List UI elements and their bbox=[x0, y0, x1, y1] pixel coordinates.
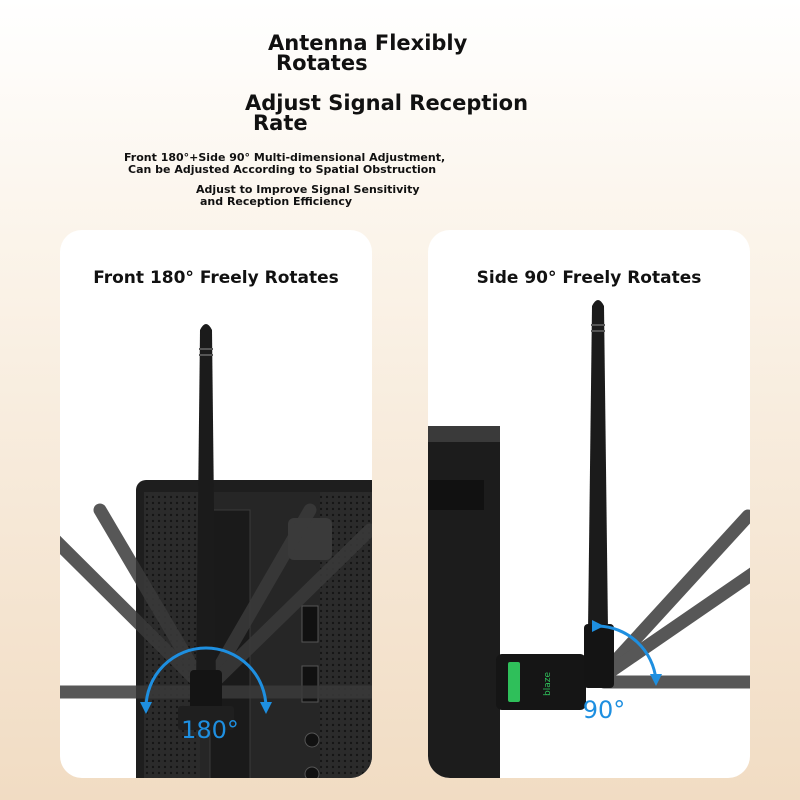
side-rotation-title: Side 90° Freely Rotates bbox=[476, 268, 702, 288]
usb-wifi-adapter: blaze bbox=[496, 654, 586, 710]
headline-line-1: Antenna Flexibly bbox=[268, 31, 468, 55]
audio-jack-icon bbox=[304, 766, 320, 778]
laptop-side bbox=[428, 426, 500, 778]
rotation-arc bbox=[597, 624, 658, 681]
audio-jack-icon bbox=[304, 732, 320, 748]
usb-port-icon bbox=[301, 605, 319, 643]
description-line-4: and Reception Efficiency bbox=[200, 195, 353, 208]
front-rotation-card: Front 180° Freely Rotates bbox=[60, 230, 372, 778]
description-line-2: Can be Adjusted According to Spatial Obs… bbox=[128, 163, 437, 176]
adapter-brand-label: blaze bbox=[543, 672, 553, 696]
antenna-rotation-positions bbox=[60, 503, 372, 699]
subheadline-line-1: Adjust Signal Reception bbox=[245, 91, 529, 115]
headline-line-2: Rotates bbox=[276, 51, 368, 75]
rotation-arc bbox=[144, 646, 268, 709]
angle-180-label: 180° bbox=[181, 716, 239, 744]
description-line-3: Adjust to Improve Signal Sensitivity bbox=[196, 183, 420, 196]
front-rotation-illustration: 180° bbox=[60, 324, 372, 778]
side-rotation-illustration: blaze 90° bbox=[428, 300, 750, 778]
angle-90-label: 90° bbox=[583, 696, 626, 724]
antenna-rotation-positions bbox=[591, 509, 750, 689]
antenna bbox=[178, 324, 234, 730]
side-rotation-card: Side 90° Freely Rotates blaze bbox=[428, 230, 750, 778]
description-line-1: Front 180°+Side 90° Multi-dimensional Ad… bbox=[124, 151, 446, 164]
subheadline-line-2: Rate bbox=[253, 111, 308, 135]
antenna bbox=[584, 300, 614, 688]
front-rotation-title: Front 180° Freely Rotates bbox=[93, 268, 339, 288]
